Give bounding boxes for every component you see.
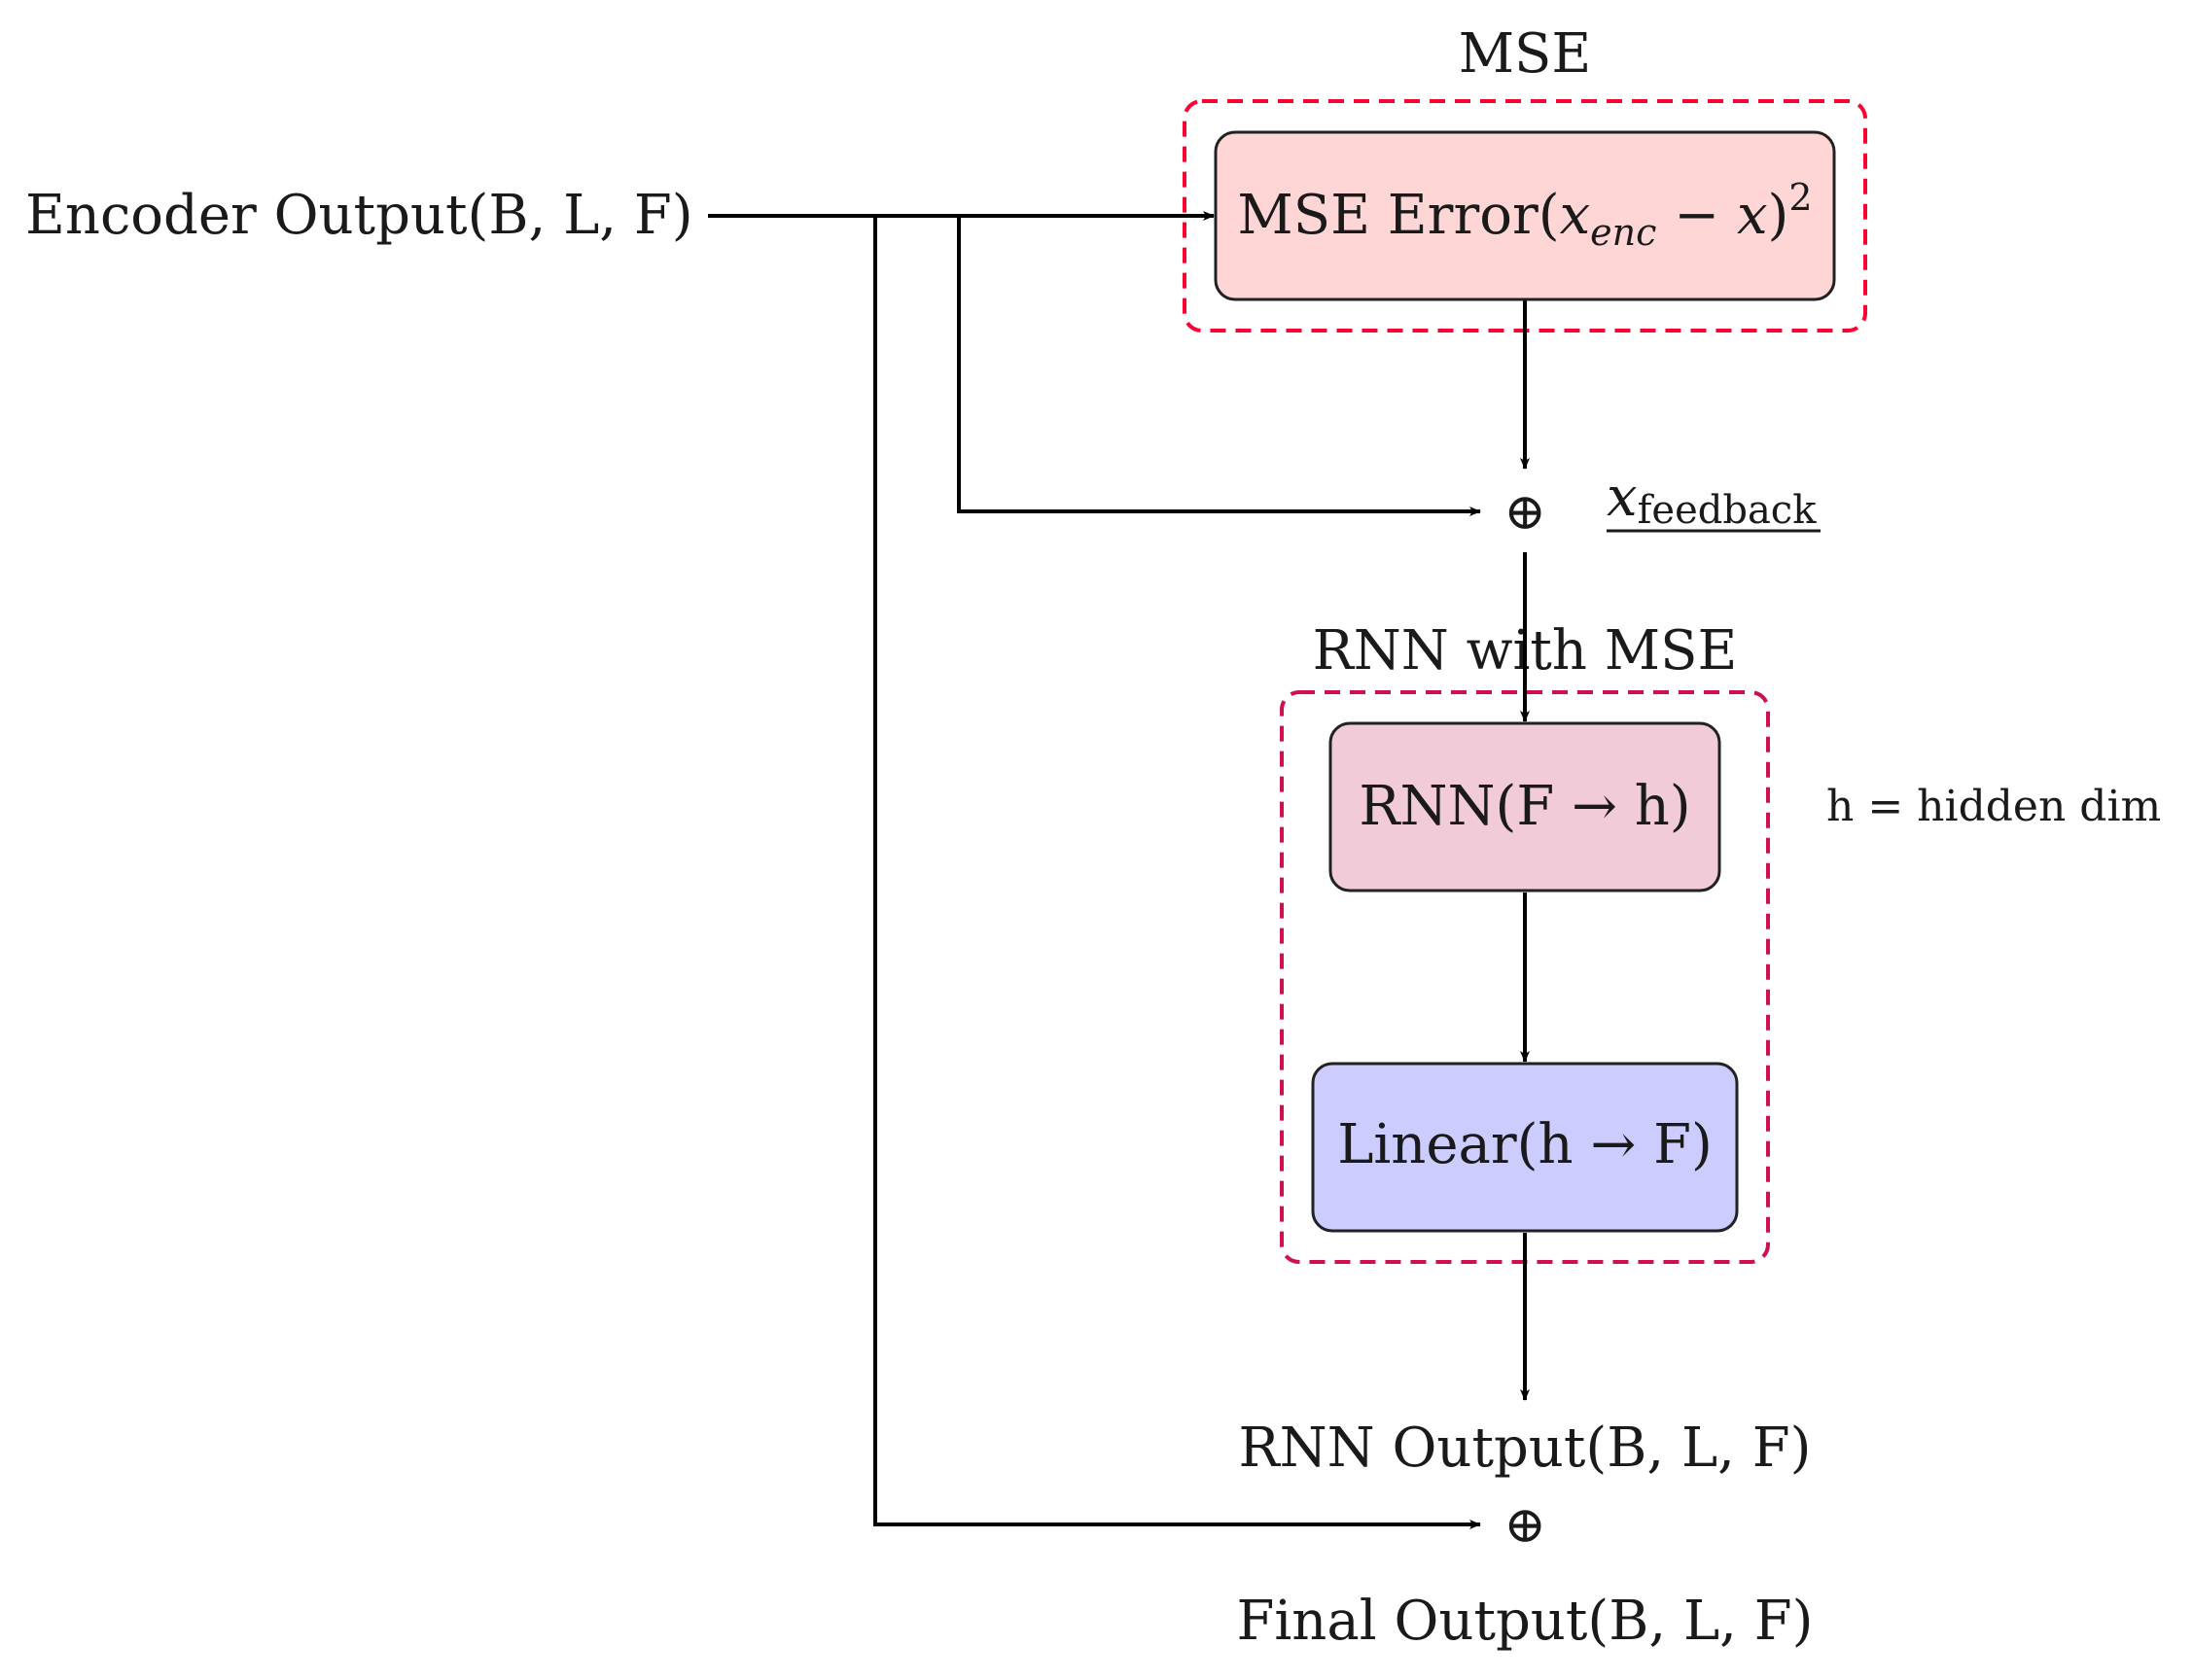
final-output-label: Final Output(B, L, F) [1237, 1590, 1814, 1653]
rnn-output-label: RNN Output(B, L, F) [1239, 1417, 1812, 1480]
linear-label: Linear(h → F) [1337, 1113, 1713, 1176]
x-feedback-label: xfeedback [1607, 466, 1817, 533]
linear-box [1311, 1062, 1739, 1233]
feedback-sum-symbol: ⊕ [1503, 483, 1546, 542]
hidden-dim-note: h = hidden dim [1826, 782, 2161, 831]
mse-error-box [1214, 130, 1836, 301]
mse-error-label: MSE Error(xenc − x)2 [1237, 176, 1812, 254]
mse-group-title: MSE [1459, 22, 1592, 86]
rnn-box [1328, 721, 1721, 892]
feedback-input-arrow [957, 216, 1481, 516]
encoder-output-label: Encoder Output(B, L, F) [25, 184, 693, 247]
rnn-label: RNN(F → h) [1359, 775, 1690, 838]
skip-connection-arrow [873, 216, 1481, 1529]
final-sum-symbol: ⊕ [1503, 1496, 1546, 1555]
